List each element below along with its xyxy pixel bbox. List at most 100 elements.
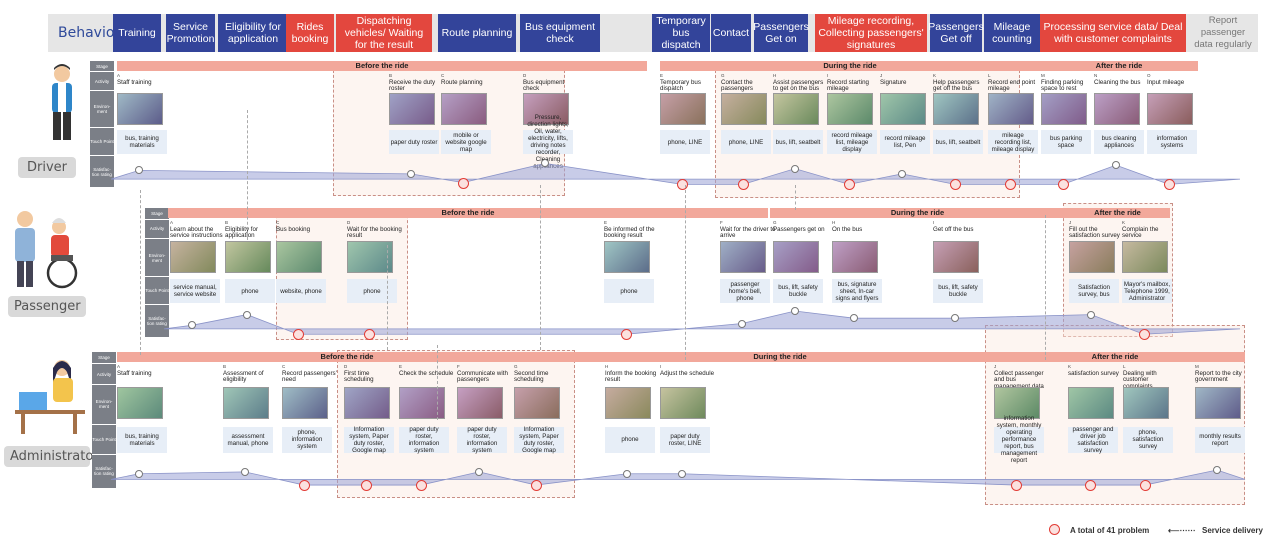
row-header-cell: Touch Point (90, 128, 114, 157)
step-letter: E (399, 364, 403, 369)
touch-point: phone (605, 426, 655, 453)
touch-point: bus, signature sheet, In-car signs and f… (832, 278, 882, 304)
step-letter: D (523, 73, 527, 78)
row-header-cell: Stage (90, 61, 114, 73)
behavior-tab: Training (113, 14, 161, 52)
touch-point: paper duty roster (389, 130, 439, 155)
highlight-box (276, 210, 408, 340)
neutral-icon (791, 164, 799, 173)
behavior-tab: Temporary bus dispatch (652, 14, 710, 52)
neutral-icon (850, 314, 858, 323)
row-header-cell: Stage (92, 352, 116, 365)
step-letter: J (994, 364, 997, 369)
row-header-cell: Touch Point (145, 277, 169, 306)
neutral-icon (135, 469, 143, 478)
step-photo (988, 93, 1034, 126)
behavior-tab: Contact (711, 14, 751, 52)
service-delivery-line (1045, 215, 1046, 360)
behavior-tab: Dispatching vehicles/ Waiting for the re… (336, 14, 432, 52)
stage-label: During the ride (823, 61, 877, 70)
touch-point: monthly results report (1195, 426, 1245, 453)
step-photo (1195, 386, 1241, 419)
row-header-cell: Stage (145, 208, 169, 220)
stage-label: Before the ride (355, 61, 409, 70)
service-delivery-line (540, 185, 541, 350)
step-letter: A (117, 364, 121, 369)
problem-icon (844, 179, 855, 191)
stage-label: After the ride (1095, 61, 1143, 70)
step-photo (880, 93, 926, 126)
administrator-label: Administrator (4, 446, 99, 467)
step-letter: F (720, 220, 723, 225)
step-photo (1123, 386, 1169, 419)
step-letter: B (223, 364, 227, 369)
touch-point: paper duty roster, LINE (660, 426, 710, 453)
step-letter: D (344, 364, 348, 369)
service-delivery-line (247, 110, 248, 240)
stage-band (575, 352, 985, 362)
service-delivery-line (140, 190, 141, 355)
behavior-tab: Report passenger data regularly (1188, 14, 1258, 52)
passenger-figure (2, 205, 102, 290)
touch-point: phone, LINE (721, 130, 771, 155)
touch-point: mileage recording list, mileage display (988, 130, 1038, 155)
step-photo (282, 386, 328, 419)
step-letter: I (660, 364, 662, 369)
problem-icon (1005, 179, 1016, 191)
touch-point: Satisfaction survey, bus (1069, 278, 1119, 304)
step-letter: A (170, 220, 174, 225)
touch-point: Information system, Paper duty roster, G… (344, 426, 394, 454)
step-letter: J (880, 73, 883, 78)
problem-icon (1140, 480, 1151, 492)
neutral-icon (541, 159, 549, 168)
behavior-tab: Eligibility for application (218, 14, 288, 52)
step-photo (514, 386, 560, 419)
step-photo (604, 241, 650, 274)
row-header-cell: Activity (92, 364, 116, 385)
step-photo (117, 93, 163, 126)
touch-point: information systems (1147, 130, 1197, 155)
problem-icon (621, 329, 632, 341)
step-letter: K (933, 73, 937, 78)
service-delivery-line (685, 185, 686, 360)
neutral-icon (243, 310, 251, 319)
touch-point: bus, lift, seatbelt (933, 130, 983, 155)
stage-label: Before the ride (441, 208, 495, 217)
driver-label: Driver (18, 157, 76, 178)
row-header-cell: Satisfac-tion rating (145, 306, 169, 338)
legend-delivery: Service delivery (1202, 526, 1263, 535)
neutral-icon (791, 307, 799, 316)
stage-band (660, 61, 1040, 71)
highlight-box (337, 350, 575, 498)
step-letter: M (1041, 73, 1045, 78)
touch-point: paper duty roster, information system (457, 426, 507, 454)
neutral-icon (678, 469, 686, 478)
touch-point: phone (225, 278, 275, 304)
stage-label: During the ride (753, 352, 807, 361)
behavior-tab: Passengers Get off (928, 14, 984, 52)
service-delivery-line (437, 345, 438, 420)
step-photo (223, 386, 269, 419)
neutral-icon (1112, 161, 1120, 170)
step-photo (441, 93, 487, 126)
problem-icon (1085, 480, 1096, 492)
touch-point: service manual, service website (170, 278, 220, 304)
step-letter: G (773, 220, 777, 225)
